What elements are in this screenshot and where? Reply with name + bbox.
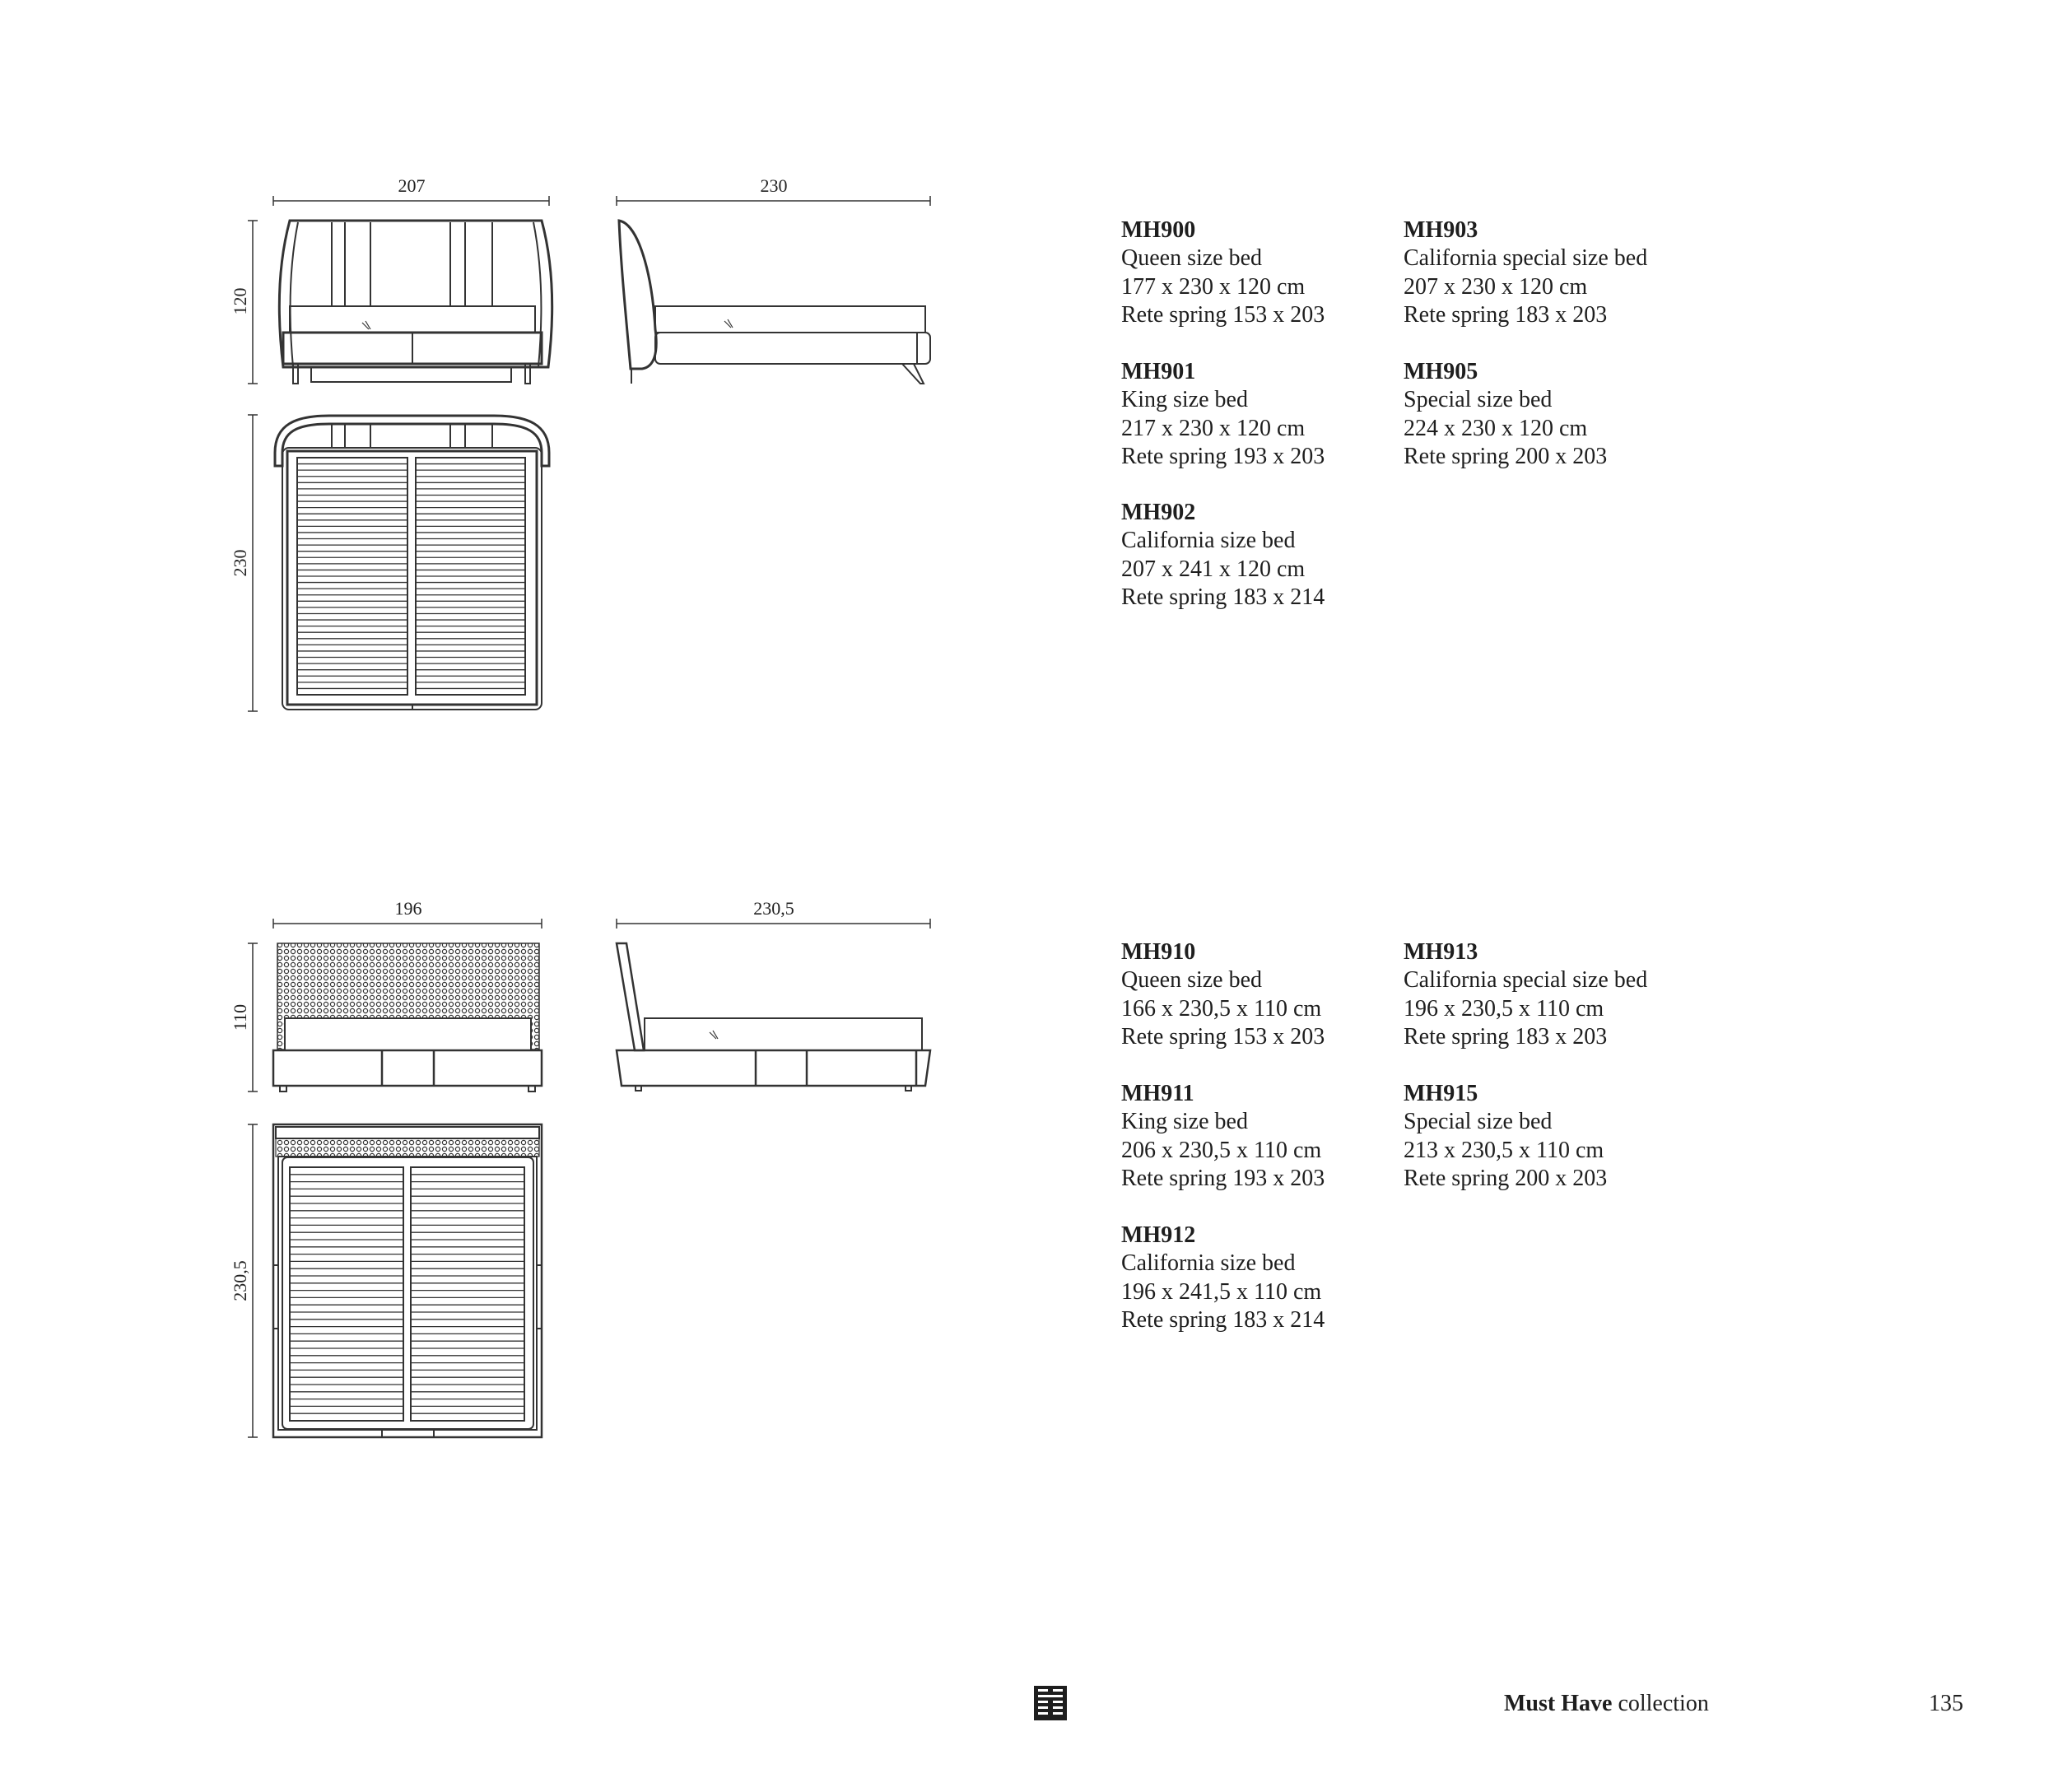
bed-type: California size bed	[1121, 1250, 1296, 1277]
spec-block-mh912: MH912 California size bed 196 x 241,5 x …	[1121, 1222, 1325, 1335]
plan-view-mh900	[273, 414, 551, 710]
dimension-lines-bottom	[248, 919, 931, 1438]
model-code: MH915	[1404, 1081, 1478, 1106]
bed-type: Queen size bed	[1121, 245, 1263, 272]
bed-size: 207 x 241 x 120 cm	[1121, 556, 1306, 582]
spring-size: Rete spring 153 x 203	[1121, 302, 1325, 328]
spring-size: Rete spring 183 x 214	[1121, 1307, 1325, 1334]
bed-size: 207 x 230 x 120 cm	[1404, 273, 1588, 300]
bed-size: 213 x 230,5 x 110 cm	[1404, 1137, 1604, 1163]
spec-block-mh901: MH901 King size bed 217 x 230 x 120 cm R…	[1121, 358, 1325, 472]
collection-suffix: collection	[1612, 1691, 1709, 1716]
brand-logo-icon	[1034, 1686, 1067, 1720]
width-dimension-label: 196	[394, 898, 422, 919]
model-code: MH902	[1121, 500, 1196, 525]
height-dimension-label: 110	[230, 1003, 250, 1031]
spring-size: Rete spring 200 x 203	[1404, 1166, 1608, 1192]
width-dimension-label: 207	[398, 175, 426, 196]
spec-block-mh900: MH900 Queen size bed 177 x 230 x 120 cm …	[1121, 216, 1325, 330]
front-view-mh910	[272, 943, 543, 1092]
model-code: MH911	[1121, 1081, 1194, 1106]
bed-type: California size bed	[1121, 528, 1296, 554]
bed-size: 206 x 230,5 x 110 cm	[1121, 1137, 1322, 1163]
model-code: MH901	[1121, 359, 1196, 384]
bed-size: 166 x 230,5 x 110 cm	[1121, 995, 1322, 1022]
collection-title: Must Have collection	[1504, 1691, 1709, 1717]
model-code: MH910	[1121, 939, 1196, 965]
plan-view-mh910	[272, 1123, 543, 1439]
slat-panel	[289, 1166, 404, 1422]
model-code: MH912	[1121, 1222, 1196, 1248]
bed-type: King size bed	[1121, 387, 1248, 413]
plan-length-dimension-label: 230	[230, 549, 250, 577]
slat-panel	[410, 1166, 525, 1422]
spring-size: Rete spring 183 x 203	[1404, 302, 1608, 328]
height-dimension-label: 120	[230, 287, 250, 315]
bed-type: Special size bed	[1404, 387, 1553, 413]
spec-block-mh913: MH913 California special size bed 196 x …	[1404, 938, 1647, 1052]
bed-size: 224 x 230 x 120 cm	[1404, 415, 1588, 441]
side-view-mh910	[615, 942, 932, 1091]
spring-size: Rete spring 193 x 203	[1121, 1166, 1325, 1192]
spec-block-mh915: MH915 Special size bed 213 x 230,5 x 110…	[1404, 1080, 1607, 1194]
length-dimension-label: 230	[760, 175, 788, 196]
spring-size: Rete spring 183 x 214	[1121, 584, 1325, 611]
spring-size: Rete spring 153 x 203	[1121, 1024, 1325, 1050]
spring-size: Rete spring 183 x 203	[1404, 1024, 1608, 1050]
bed-type: California special size bed	[1404, 245, 1648, 272]
spring-size: Rete spring 193 x 203	[1121, 444, 1325, 470]
plan-length-dimension-label: 230,5	[230, 1260, 250, 1301]
model-code: MH905	[1404, 359, 1478, 384]
bed-type: Special size bed	[1404, 1109, 1553, 1135]
model-code: MH900	[1121, 217, 1196, 243]
bed-size: 217 x 230 x 120 cm	[1121, 415, 1306, 441]
model-code: MH903	[1404, 217, 1478, 243]
bed-type: King size bed	[1121, 1109, 1248, 1135]
bed-type: California special size bed	[1404, 967, 1648, 994]
model-code: MH913	[1404, 939, 1478, 965]
bed-type: Queen size bed	[1121, 967, 1263, 994]
page-number: 135	[1929, 1691, 1963, 1716]
dimension-lines-top	[248, 196, 931, 712]
front-view-mh900	[277, 219, 554, 384]
spec-block-mh903: MH903 California special size bed 207 x …	[1404, 216, 1647, 330]
spec-block-mh911: MH911 King size bed 206 x 230,5 x 110 cm…	[1121, 1080, 1325, 1194]
side-view-mh900	[617, 219, 931, 384]
spec-block-mh910: MH910 Queen size bed 166 x 230,5 x 110 c…	[1121, 938, 1325, 1052]
bed-size: 196 x 230,5 x 110 cm	[1404, 995, 1604, 1022]
spec-block-mh905: MH905 Special size bed 224 x 230 x 120 c…	[1404, 358, 1607, 472]
bed-size: 177 x 230 x 120 cm	[1121, 273, 1306, 300]
bed-size: 196 x 241,5 x 110 cm	[1121, 1278, 1322, 1305]
spring-size: Rete spring 200 x 203	[1404, 444, 1608, 470]
length-dimension-label: 230,5	[753, 898, 794, 919]
collection-name: Must Have	[1504, 1691, 1613, 1716]
spec-block-mh902: MH902 California size bed 207 x 241 x 12…	[1121, 499, 1325, 612]
